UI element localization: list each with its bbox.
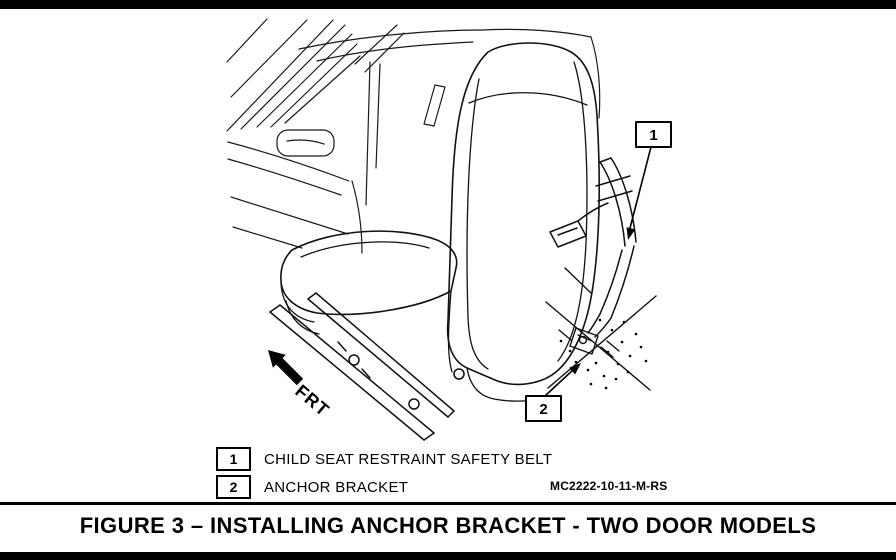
frt-label: FRT bbox=[291, 381, 333, 421]
legend-item-2: 2 ANCHOR BRACKET bbox=[216, 475, 408, 499]
callout-1-leader bbox=[628, 146, 652, 233]
legend-label-1: CHILD SEAT RESTRAINT SAFETY BELT bbox=[264, 450, 553, 468]
frt-arrow-icon bbox=[268, 350, 304, 386]
seat-back bbox=[446, 42, 601, 402]
part-number: MC2222-10-11-M-RS bbox=[550, 479, 668, 493]
legend-item-1: 1 CHILD SEAT RESTRAINT SAFETY BELT bbox=[216, 447, 552, 471]
track-bolt-rear bbox=[408, 398, 420, 410]
anchor-bracket-area bbox=[545, 267, 657, 391]
carpet-stipple bbox=[559, 318, 648, 390]
frt-direction: FRT bbox=[268, 350, 333, 420]
legend-key-1: 1 bbox=[216, 447, 251, 471]
caption-divider bbox=[0, 502, 896, 505]
callout-1-number: 1 bbox=[649, 127, 657, 144]
track-bolt-front bbox=[348, 354, 360, 366]
safety-belt bbox=[549, 157, 637, 338]
callout-2-number: 2 bbox=[539, 401, 547, 418]
bottom-border-bar bbox=[0, 552, 896, 560]
window-hatch-lines bbox=[226, 18, 405, 132]
callout-2-leader bbox=[545, 369, 574, 396]
door-panel bbox=[227, 61, 446, 254]
figure-caption: FIGURE 3 – INSTALLING ANCHOR BRACKET - T… bbox=[79, 513, 817, 538]
legend-key-2: 2 bbox=[216, 475, 251, 499]
callout-2-box bbox=[525, 395, 562, 422]
callout-1: 1 bbox=[626, 121, 672, 240]
callout-2: 2 bbox=[525, 363, 581, 422]
recliner-bolt bbox=[453, 368, 465, 380]
legend-label-2: ANCHOR BRACKET bbox=[264, 478, 409, 496]
legend-key-2-number: 2 bbox=[229, 479, 238, 495]
seat-cushion bbox=[280, 230, 458, 373]
callout-1-box bbox=[635, 121, 672, 148]
seat-diagram: 1 2 FRT bbox=[226, 18, 672, 441]
door-handle bbox=[423, 84, 446, 127]
roof-lines bbox=[298, 28, 601, 119]
latch-plate bbox=[549, 220, 587, 248]
top-border-bar bbox=[0, 0, 896, 9]
callout-2-arrowhead bbox=[569, 363, 581, 375]
seat-track bbox=[269, 292, 455, 441]
anchor-bracket bbox=[569, 327, 599, 355]
callout-1-arrowhead bbox=[626, 227, 636, 240]
armrest bbox=[276, 129, 335, 157]
legend-key-1-number: 1 bbox=[229, 451, 238, 467]
